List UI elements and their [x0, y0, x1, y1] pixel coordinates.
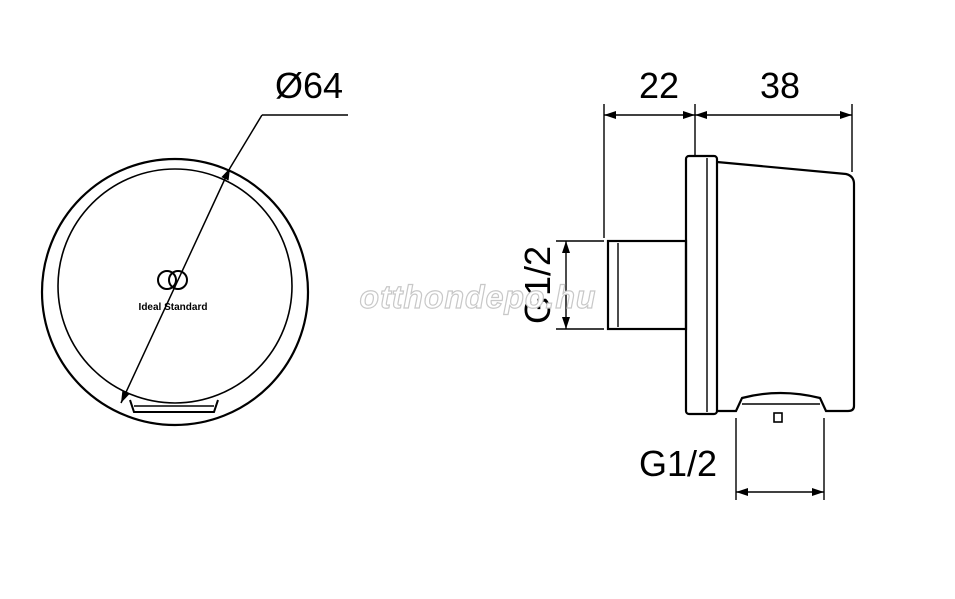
front-outlet: [129, 399, 219, 413]
thread-connector: [606, 239, 688, 331]
outlet-pin: [773, 412, 783, 423]
dimension-38-label: 38: [760, 65, 800, 106]
diameter-leader: [229, 114, 263, 169]
logo-ring-left: [157, 270, 177, 290]
thread-bottom-label: G1/2: [639, 443, 717, 484]
dimension-22-label: 22: [639, 65, 679, 106]
diameter-label: Ø64: [275, 65, 343, 106]
watermark: otthondepo.hu: [360, 279, 597, 315]
side-view: [606, 154, 856, 423]
wall-flange: [684, 154, 719, 416]
elbow-body: [716, 160, 856, 413]
front-view: [40, 114, 348, 427]
logo-text: Ideal Standard: [139, 302, 208, 313]
diameter-dimension-line: [120, 167, 231, 404]
side-dimensions: [556, 104, 853, 500]
outer-circle: [40, 157, 310, 427]
thread-vertical-label: G1/2: [517, 246, 558, 324]
